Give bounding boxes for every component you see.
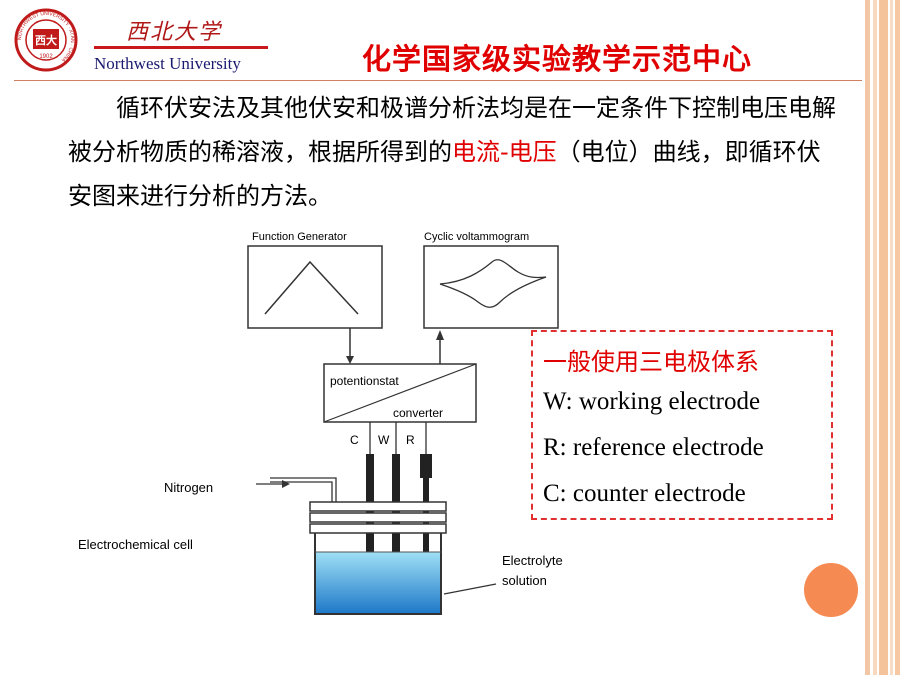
electrode-system-box: 一般使用三电极体系 W: working electrode R: refere… — [531, 330, 833, 520]
label-r: R — [406, 433, 415, 447]
electrochemical-cell-label: Electrochemical cell — [78, 537, 193, 552]
converter-label: converter — [393, 406, 443, 420]
right-decorative-stripes — [865, 0, 900, 675]
cyclic-voltammogram-label: Cyclic voltammogram — [424, 231, 529, 243]
cv-upper-curve — [439, 259, 547, 285]
function-generator-label: Function Generator — [252, 231, 347, 243]
up-arrow-icon — [436, 330, 444, 340]
electrolyte-label-2: solution — [502, 573, 547, 588]
reference-electrode-text: R: reference electrode — [543, 434, 764, 461]
decorative-orange-circle — [804, 563, 858, 617]
function-generator-box — [247, 245, 383, 329]
cv-lower-curve — [439, 276, 547, 308]
potentiostat-label: potentionstat — [330, 374, 399, 388]
cyclic-voltammetry-setup-diagram: Function Generator Cyclic voltammogram p… — [78, 231, 563, 615]
logo-center-text: 西大 — [35, 33, 57, 47]
electrolyte-liquid — [315, 552, 441, 614]
logo-year: 1902 — [39, 54, 53, 60]
para-text-2: （电位）曲线，即循环伏安图来进行分析的方法。 — [68, 138, 821, 210]
nitrogen-label: Nitrogen — [164, 480, 213, 495]
working-electrode-text: W: working electrode — [543, 388, 761, 415]
label-w: W — [378, 433, 390, 447]
triangle-wave — [264, 260, 359, 315]
para-highlight: 电流-电压 — [452, 138, 557, 166]
counter-electrode-text: C: counter electrode — [543, 480, 746, 507]
header-underline — [94, 46, 268, 49]
nitrogen-arrow-icon — [282, 480, 290, 488]
cyclic-voltammogram-box — [423, 245, 559, 329]
university-name-en: Northwest University — [94, 54, 241, 73]
label-c: C — [350, 433, 359, 447]
intro-paragraph: 循环伏安法及其他伏安和极谱分析法均是在一定条件下控制电压电解被分析物质的稀溶液，… — [68, 86, 838, 218]
electrode-system-title: 一般使用三电极体系 — [543, 348, 759, 376]
center-title: 化学国家级实验教学示范中心 — [362, 42, 753, 76]
electrolyte-label-1: Electrolyte — [502, 553, 563, 568]
university-name-cn: 西北大学 — [126, 20, 223, 45]
down-arrow-icon — [346, 356, 354, 364]
university-seal-logo: NORTHWEST UNIVERSITY · XI'AN · CHINA 西大 … — [14, 8, 78, 72]
cell-body — [314, 533, 442, 615]
para-text-1: 循环伏安法及其他伏安和极谱分析法均是在一定条件下控制电压电解被分析物质的稀溶液，… — [68, 94, 836, 166]
header-rule — [14, 80, 862, 81]
